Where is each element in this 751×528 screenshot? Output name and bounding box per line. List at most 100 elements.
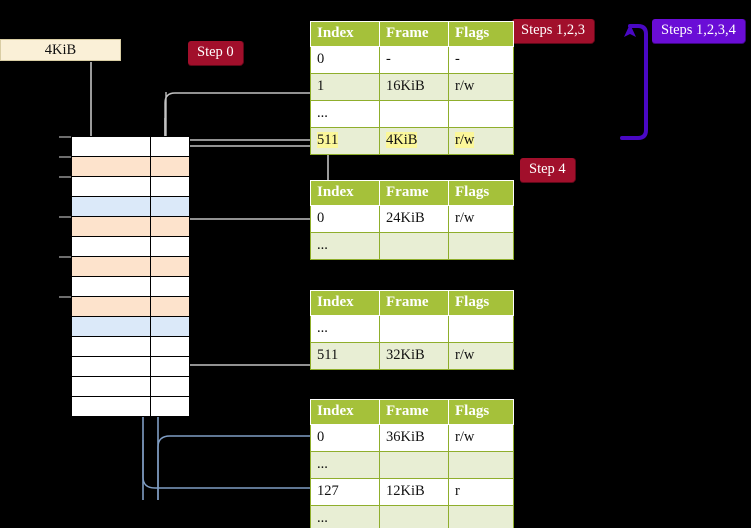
memory-grid-tick — [59, 256, 71, 258]
table-cell: r — [448, 478, 514, 506]
table-cell: ... — [310, 100, 380, 128]
table-cell — [448, 232, 514, 260]
table-cell: 511 — [310, 342, 380, 370]
table-row: 0-- — [310, 46, 514, 74]
column-header-flags: Flags — [448, 21, 514, 47]
column-header-index: Index — [310, 21, 380, 47]
memory-frame-row — [71, 376, 190, 397]
table-cell: r/w — [448, 205, 514, 233]
table-cell: r/w — [448, 73, 514, 101]
table-row: ... — [310, 100, 514, 128]
table-cell — [448, 505, 514, 528]
table-cell — [379, 232, 449, 260]
table-cell — [379, 505, 449, 528]
memory-frame-row — [71, 296, 190, 317]
column-header-frame: Frame — [379, 21, 449, 47]
table-cell: 32KiB — [379, 342, 449, 370]
table-cell: ... — [310, 315, 380, 343]
memory-grid-tick — [59, 176, 71, 178]
table-cell: 0 — [310, 424, 380, 452]
step-0-label: Step 0 — [197, 44, 234, 60]
memory-grid-divider — [150, 136, 151, 417]
table-cell: r/w — [448, 424, 514, 452]
table-cell: ... — [310, 232, 380, 260]
physical-memory-grid — [59, 136, 190, 417]
column-header-frame: Frame — [379, 180, 449, 206]
table-cell — [448, 451, 514, 479]
column-header-frame: Frame — [379, 399, 449, 425]
steps-123-label: Steps 1,2,3 — [521, 22, 586, 38]
memory-frame-row — [71, 356, 190, 377]
table-cell: 4KiB — [379, 127, 449, 155]
table-cell: r/w — [448, 342, 514, 370]
memory-frame-row — [71, 136, 190, 157]
table-cell: - — [379, 46, 449, 74]
column-header-flags: Flags — [448, 290, 514, 316]
table-cell — [379, 100, 449, 128]
memory-size-label: 4KiB — [44, 41, 77, 58]
step-4-label: Step 4 — [529, 161, 566, 177]
memory-frame-row — [71, 216, 190, 237]
table-cell: 12KiB — [379, 478, 449, 506]
memory-grid-tick — [59, 156, 71, 158]
memory-frame-row — [71, 316, 190, 337]
table-cell: 127 — [310, 478, 380, 506]
memory-grid-tick — [59, 136, 71, 138]
table-cell: 0 — [310, 205, 380, 233]
table-cell: ... — [310, 451, 380, 479]
memory-size-box: 4KiB — [0, 39, 121, 61]
table-cell: 16KiB — [379, 73, 449, 101]
steps-1234-badge: Steps 1,2,3,4 — [652, 19, 745, 43]
cell-highlight: 511 — [317, 132, 339, 148]
column-header-index: Index — [310, 180, 380, 206]
table-cell — [379, 451, 449, 479]
table-cell — [448, 315, 514, 343]
table-row: ... — [310, 505, 514, 528]
memory-grid-tick — [59, 216, 71, 218]
column-header-flags: Flags — [448, 180, 514, 206]
table-cell: 1 — [310, 73, 380, 101]
memory-frame-row — [71, 276, 190, 297]
cell-highlight: 4KiB — [386, 132, 418, 148]
column-header-index: Index — [310, 399, 380, 425]
table-cell: 0 — [310, 46, 380, 74]
steps-123-badge: Steps 1,2,3 — [512, 19, 595, 43]
table-cell: r/w — [448, 127, 514, 155]
step-4-badge: Step 4 — [520, 158, 575, 182]
table-cell: ... — [310, 505, 380, 528]
table-row: ... — [310, 232, 514, 260]
memory-frame-row — [71, 396, 190, 417]
memory-frame-row — [71, 336, 190, 357]
memory-grid-tick — [59, 296, 71, 298]
table-cell — [448, 100, 514, 128]
table-cell: 511 — [310, 127, 380, 155]
memory-frame-row — [71, 236, 190, 257]
memory-frame-row — [71, 156, 190, 177]
table-cell: 24KiB — [379, 205, 449, 233]
cell-highlight: r/w — [455, 132, 475, 148]
table-cell: - — [448, 46, 514, 74]
table-cell: 36KiB — [379, 424, 449, 452]
table-row: ... — [310, 451, 514, 479]
table-row: 511 4KiB r/w — [310, 127, 514, 155]
step-0-badge: Step 0 — [188, 41, 243, 65]
column-header-frame: Frame — [379, 290, 449, 316]
column-header-index: Index — [310, 290, 380, 316]
column-header-flags: Flags — [448, 399, 514, 425]
memory-frame-row — [71, 196, 190, 217]
table-row: ... — [310, 315, 514, 343]
memory-frame-row — [71, 256, 190, 277]
